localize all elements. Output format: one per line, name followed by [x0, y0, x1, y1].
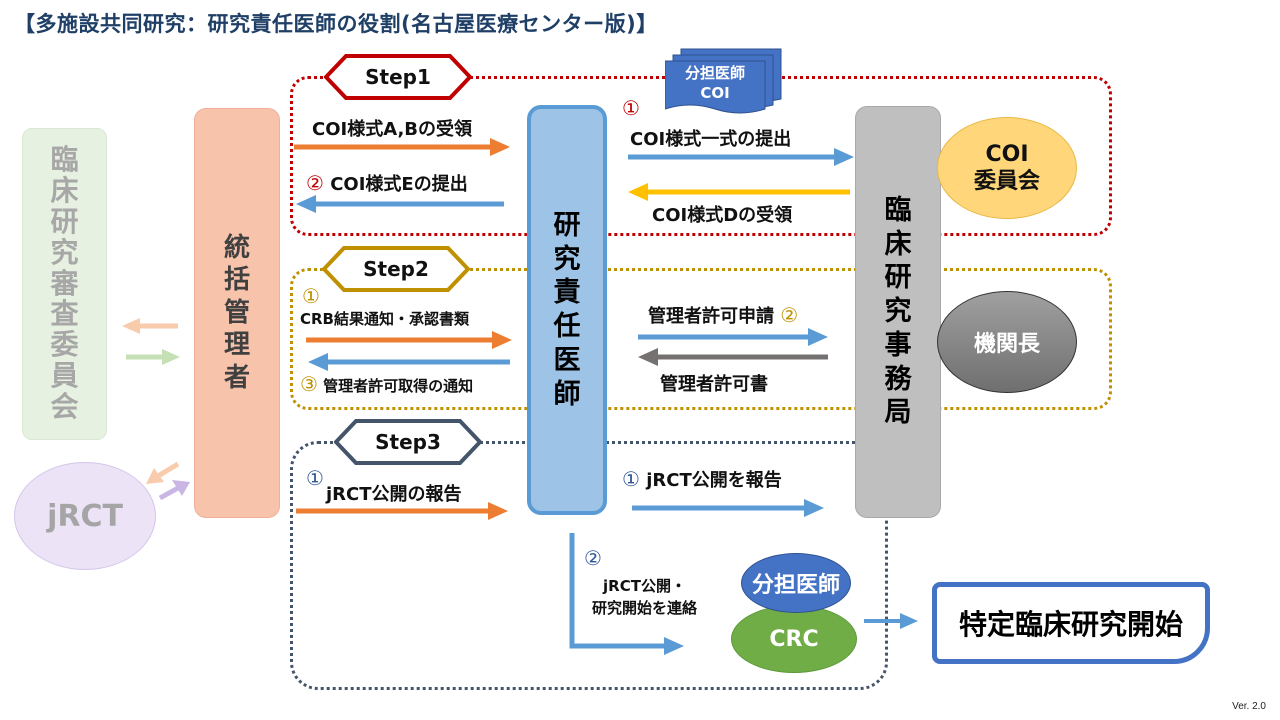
step3-label: Step3 [334, 418, 482, 466]
arrow-jrct-report-in [296, 502, 508, 520]
flow-label-jrct-report-out: ① jRCT公開を報告 [622, 467, 782, 491]
vertical-char: 委 [50, 328, 79, 362]
step1-label: Step1 [324, 53, 472, 101]
vertical-char: 括 [223, 265, 250, 296]
arrow-jrct-report-out [632, 499, 824, 517]
step-number: ② [584, 546, 602, 570]
institution-director-ellipse: 機関長 [937, 291, 1077, 393]
version-label: Ver. 2.0 [1232, 701, 1266, 712]
arrow-manager-to-crb [122, 318, 178, 334]
vertical-char: 者 [223, 362, 250, 393]
flow-label-permission-request: 管理者許可申請 ② [648, 303, 799, 327]
arrow-contact-team [569, 533, 684, 655]
arrow-crb-to-manager [126, 349, 180, 365]
crc-ellipse: CRC [731, 605, 857, 673]
step2-group [290, 268, 1112, 410]
hexagon-shape [322, 246, 470, 292]
crb-box: 臨床研究審査委員会 [22, 128, 107, 440]
general-manager-box: 統括管理者 [194, 108, 280, 518]
vertical-char: 臨 [884, 194, 912, 226]
vertical-char: 統 [223, 232, 250, 263]
step-number-1: ① [622, 96, 640, 120]
flow-label-permission-notice: ③ 管理者許可取得の通知 [300, 372, 474, 396]
flow-label-coi-e-submit: ② COI様式Eの提出 [306, 171, 468, 195]
vertical-char: 究 [884, 296, 912, 328]
vertical-char: 研 [553, 209, 581, 241]
vertical-char: 会 [50, 389, 79, 423]
arrow-to-start [864, 613, 918, 629]
arrow-permission-request [638, 328, 828, 346]
principal-investigator-box: 研究責任医師 [527, 105, 607, 515]
vertical-char: 臨 [50, 143, 79, 177]
vertical-char: 員 [50, 358, 79, 392]
vertical-char: 研 [50, 205, 79, 238]
step-number: ① [302, 284, 320, 308]
vertical-char: 床 [884, 228, 912, 260]
flow-label-coi-ab-receipt: COI様式A,Bの受領 [312, 119, 473, 140]
vertical-char: 事 [884, 329, 912, 361]
step-number: ② [306, 171, 324, 195]
flow-label-jrct-report-in: jRCT公開の報告 [326, 484, 462, 505]
vertical-char: 審 [50, 266, 79, 300]
vertical-char: 究 [50, 235, 79, 269]
flow-label-coi-set-submit: COI様式一式の提出 [630, 129, 792, 150]
step-number: ② [780, 303, 799, 327]
hexagon-shape [334, 419, 482, 465]
vertical-char: 管 [223, 297, 250, 328]
jrct-ellipse: jRCT [14, 462, 156, 570]
hexagon-shape [324, 54, 472, 100]
step-number: ① [306, 466, 324, 490]
step2-label: Step2 [322, 245, 470, 293]
sub-investigator-ellipse: 分担医師 [741, 553, 851, 613]
vertical-char: 任 [553, 311, 581, 342]
coi-committee-ellipse: COI 委員会 [937, 117, 1077, 219]
arrow-permission-notice [308, 353, 510, 371]
vertical-char: 責 [553, 277, 581, 309]
arrow-permission-letter [638, 348, 828, 366]
vertical-char: 研 [884, 262, 912, 294]
vertical-char: 床 [50, 174, 79, 208]
arrow-coi-e-submit [296, 195, 504, 213]
step-number: ① [622, 467, 640, 491]
trial-start-box: 特定臨床研究開始 [932, 582, 1210, 664]
documents-icon [664, 48, 782, 114]
arrow-jrct-to-manager [158, 480, 190, 501]
vertical-char: 医 [553, 344, 581, 376]
arrow-coi-d-receipt [628, 183, 850, 201]
step-number: ③ [300, 372, 318, 396]
flow-label-permission-letter: 管理者許可書 [660, 374, 768, 395]
arrow-coi-set-submit [628, 148, 854, 166]
vertical-char: 理 [223, 330, 250, 361]
arrow-crb-result [306, 331, 512, 349]
arrow-coi-ab-receipt [294, 138, 510, 156]
vertical-char: 師 [553, 378, 581, 410]
vertical-char: 究 [553, 243, 581, 275]
vertical-char: 査 [50, 297, 79, 331]
arrow-manager-to-jrct [146, 461, 180, 484]
flow-label-contact-team: jRCT公開・ 研究開始を連絡 [592, 577, 698, 617]
vertical-char: 務 [884, 363, 912, 395]
page-title: 【多施設共同研究：研究責任医師の役割(名古屋医療センター版)】 [14, 12, 658, 36]
vertical-char: 局 [884, 397, 912, 429]
subinvestigator-coi-documents: 分担医師 COI [664, 47, 785, 117]
flow-label-crb-result: CRB結果通知・承認書類 [300, 310, 469, 328]
flow-label-coi-d-receipt: COI様式Dの受領 [652, 205, 793, 226]
clinical-research-office-box: 臨床研究事務局 [855, 106, 941, 518]
